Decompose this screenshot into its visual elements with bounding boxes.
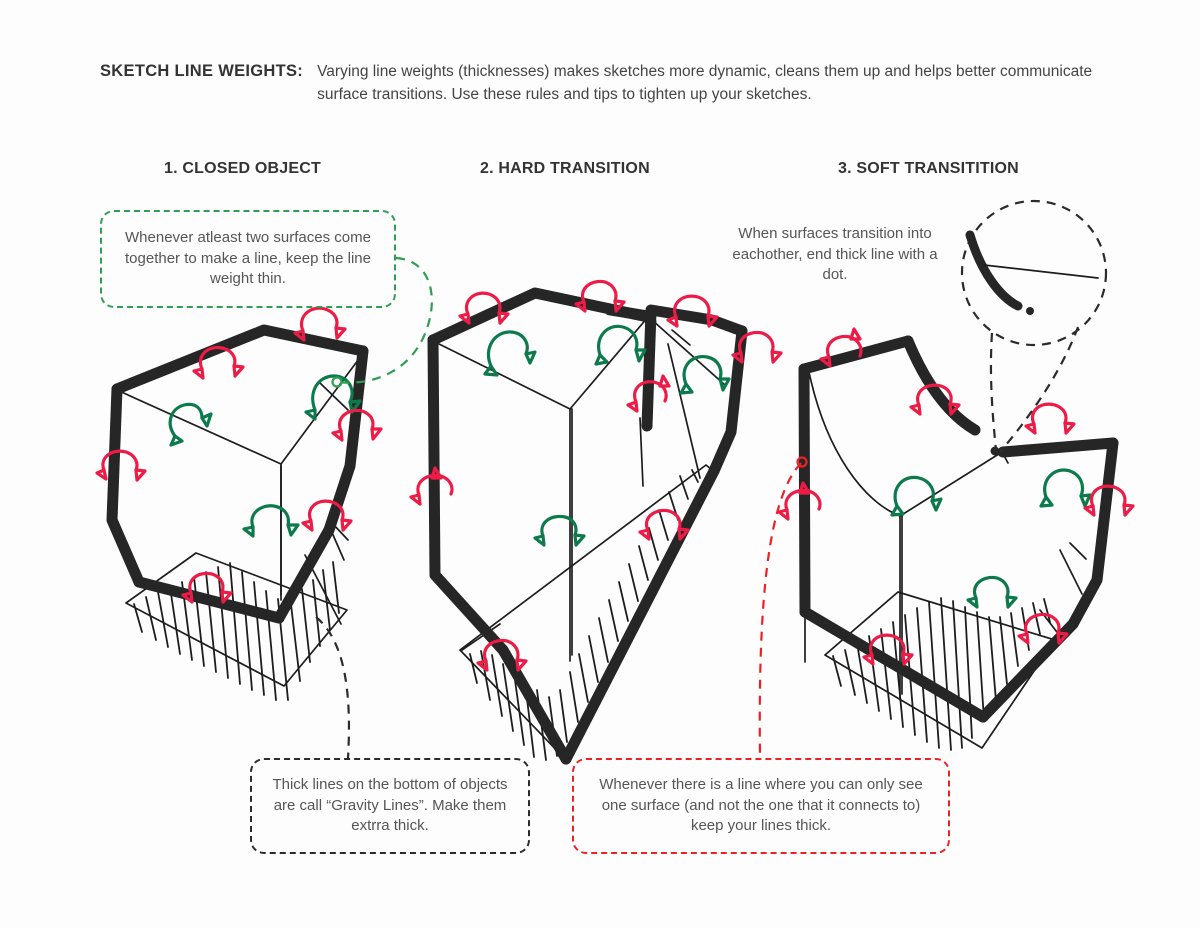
section-heading-hard-transition: 2. HARD TRANSITION <box>480 160 650 177</box>
header-description: Varying line weights (thicknesses) makes… <box>317 63 1093 104</box>
thick-outline-edges-3 <box>798 335 1119 723</box>
red-leader-line-single-surface[interactable] <box>758 456 808 759</box>
callout-gravity-lines-rule-text: Thick lines on the bottom of objects are… <box>272 775 508 835</box>
page-title: SKETCH LINE WEIGHTS: <box>100 62 304 80</box>
thin-interior-edges-3 <box>804 371 1087 701</box>
black-leader-line-gravity[interactable] <box>315 616 351 759</box>
green-leader-line-1[interactable] <box>331 256 433 388</box>
magnifier-thin-line <box>983 264 1099 279</box>
header: SKETCH LINE WEIGHTS: Varying line weight… <box>100 60 1130 107</box>
red-thick-line-arrows-2 <box>409 279 783 672</box>
callout-gravity-lines-rule[interactable]: Thick lines on the bottom of objects are… <box>250 758 530 854</box>
callout-thin-line-rule[interactable]: Whenever atleast two surfaces come toget… <box>100 210 396 308</box>
magnifier-end-dot <box>1026 307 1034 315</box>
figure-hard-transition <box>409 279 783 765</box>
callout-single-surface-rule[interactable]: Whenever there is a line where you can o… <box>572 758 950 854</box>
section-heading-soft-transition: 3. SOFT TRANSITITION <box>838 160 1019 177</box>
figure-soft-transition <box>758 327 1135 759</box>
red-leader-endpoint <box>796 456 808 468</box>
soft-transition-end-dot <box>990 446 1000 456</box>
magnifier-detail <box>960 199 1108 453</box>
figure-closed-object <box>95 256 433 759</box>
green-thin-line-arrows-3 <box>890 468 1092 609</box>
callout-soft-transition-rule-text: When surfaces transition into eachother,… <box>732 225 938 284</box>
magnifier-circle <box>960 199 1108 347</box>
callout-soft-transition-rule: When surfaces transition into eachother,… <box>722 224 948 294</box>
red-thick-line-arrows-3 <box>777 327 1135 666</box>
callout-thin-line-rule-text: Whenever atleast two surfaces come toget… <box>125 228 371 288</box>
callout-single-surface-rule-text: Whenever there is a line where you can o… <box>599 775 923 835</box>
section-heading-closed-object: 1. CLOSED OBJECT <box>164 160 322 177</box>
red-thick-line-arrows-1 <box>95 306 383 604</box>
thin-interior-edges-2 <box>432 316 726 662</box>
ground-hatching-1 <box>125 552 348 701</box>
magnifier-leader-left <box>989 332 998 451</box>
green-thin-line-arrows-2 <box>483 324 731 547</box>
green-thin-line-arrows-1 <box>168 374 362 538</box>
green-leader-endpoint <box>331 376 343 388</box>
thick-outline-edges-2 <box>427 287 748 765</box>
magnifier-thick-curve <box>965 230 1023 311</box>
magnifier-leader-right <box>999 326 1080 453</box>
thick-outline-edges-1 <box>106 324 369 624</box>
thin-interior-edges-1 <box>116 351 365 625</box>
